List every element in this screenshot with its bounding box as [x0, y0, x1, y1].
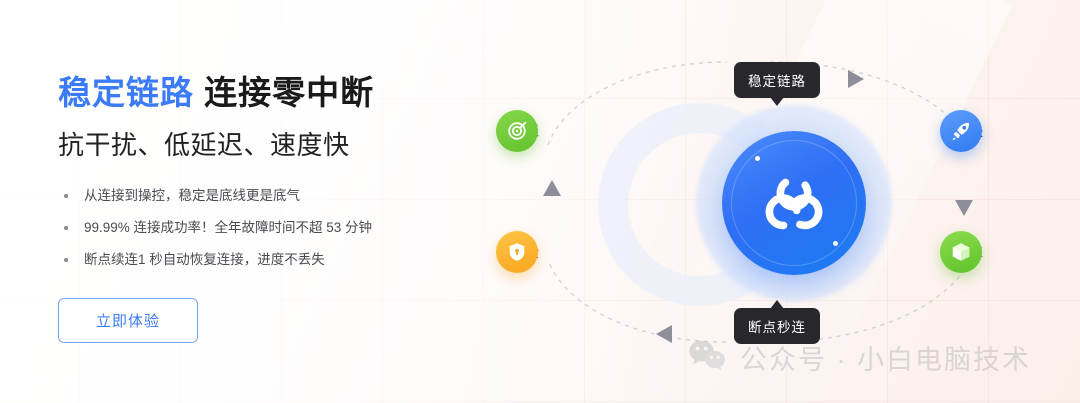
feature-node-fast-speed[interactable]: 速度快 [940, 110, 984, 152]
arrow-left-bottom [656, 325, 672, 343]
network-diagram: 低延迟 高安全 [470, 0, 1080, 403]
try-now-button[interactable]: 立即体验 [58, 297, 198, 343]
trefoil-knot-logo [765, 175, 823, 230]
headline-accent: 稳定链路 [58, 74, 194, 111]
feature-node-low-latency[interactable]: 低延迟 [496, 110, 540, 152]
hub-inner-ring [731, 140, 857, 266]
watermark: 公众号 · 小白电脑技术 [688, 338, 1031, 377]
rocket-icon [940, 110, 982, 152]
feature-node-high-reliability[interactable]: 高可靠 [940, 231, 984, 273]
feature-bullet-list: 从连接到操控，稳定是底线更是底气 99.99% 连接成功率！全年故障时间不超 5… [58, 186, 498, 271]
central-hub [722, 131, 866, 275]
arrow-right-top [848, 70, 864, 88]
feature-node-high-security[interactable]: 高安全 [496, 231, 540, 273]
hub-spark-dot [833, 241, 838, 246]
list-item: 99.99% 连接成功率！全年故障时间不超 53 分钟 [58, 218, 498, 239]
tooltip-stable-link: 稳定链路 [734, 62, 820, 106]
tooltip-instant-reconnect: 断点秒连 [734, 300, 820, 344]
headline-plain: 连接零中断 [204, 74, 375, 111]
watermark-text: 公众号 · 小白电脑技术 [740, 345, 1031, 375]
shield-lock-icon [496, 231, 538, 273]
hub-spark-dot [755, 156, 760, 161]
list-item: 从连接到操控，稳定是底线更是底气 [58, 186, 498, 207]
arrow-down-right [955, 200, 973, 216]
wechat-icon [688, 339, 726, 376]
hero-copy: 稳定链路 连接零中断 抗干扰、低延迟、速度快 从连接到操控，稳定是底线更是底气 … [58, 74, 498, 343]
cube-icon [940, 231, 982, 273]
list-item: 断点续连1 秒自动恢复连接，进度不丢失 [58, 250, 498, 271]
page-title: 稳定链路 连接零中断 [58, 74, 498, 113]
subheading: 抗干扰、低延迟、速度快 [58, 129, 350, 160]
arrow-up-left [543, 180, 561, 196]
target-icon [496, 110, 538, 152]
